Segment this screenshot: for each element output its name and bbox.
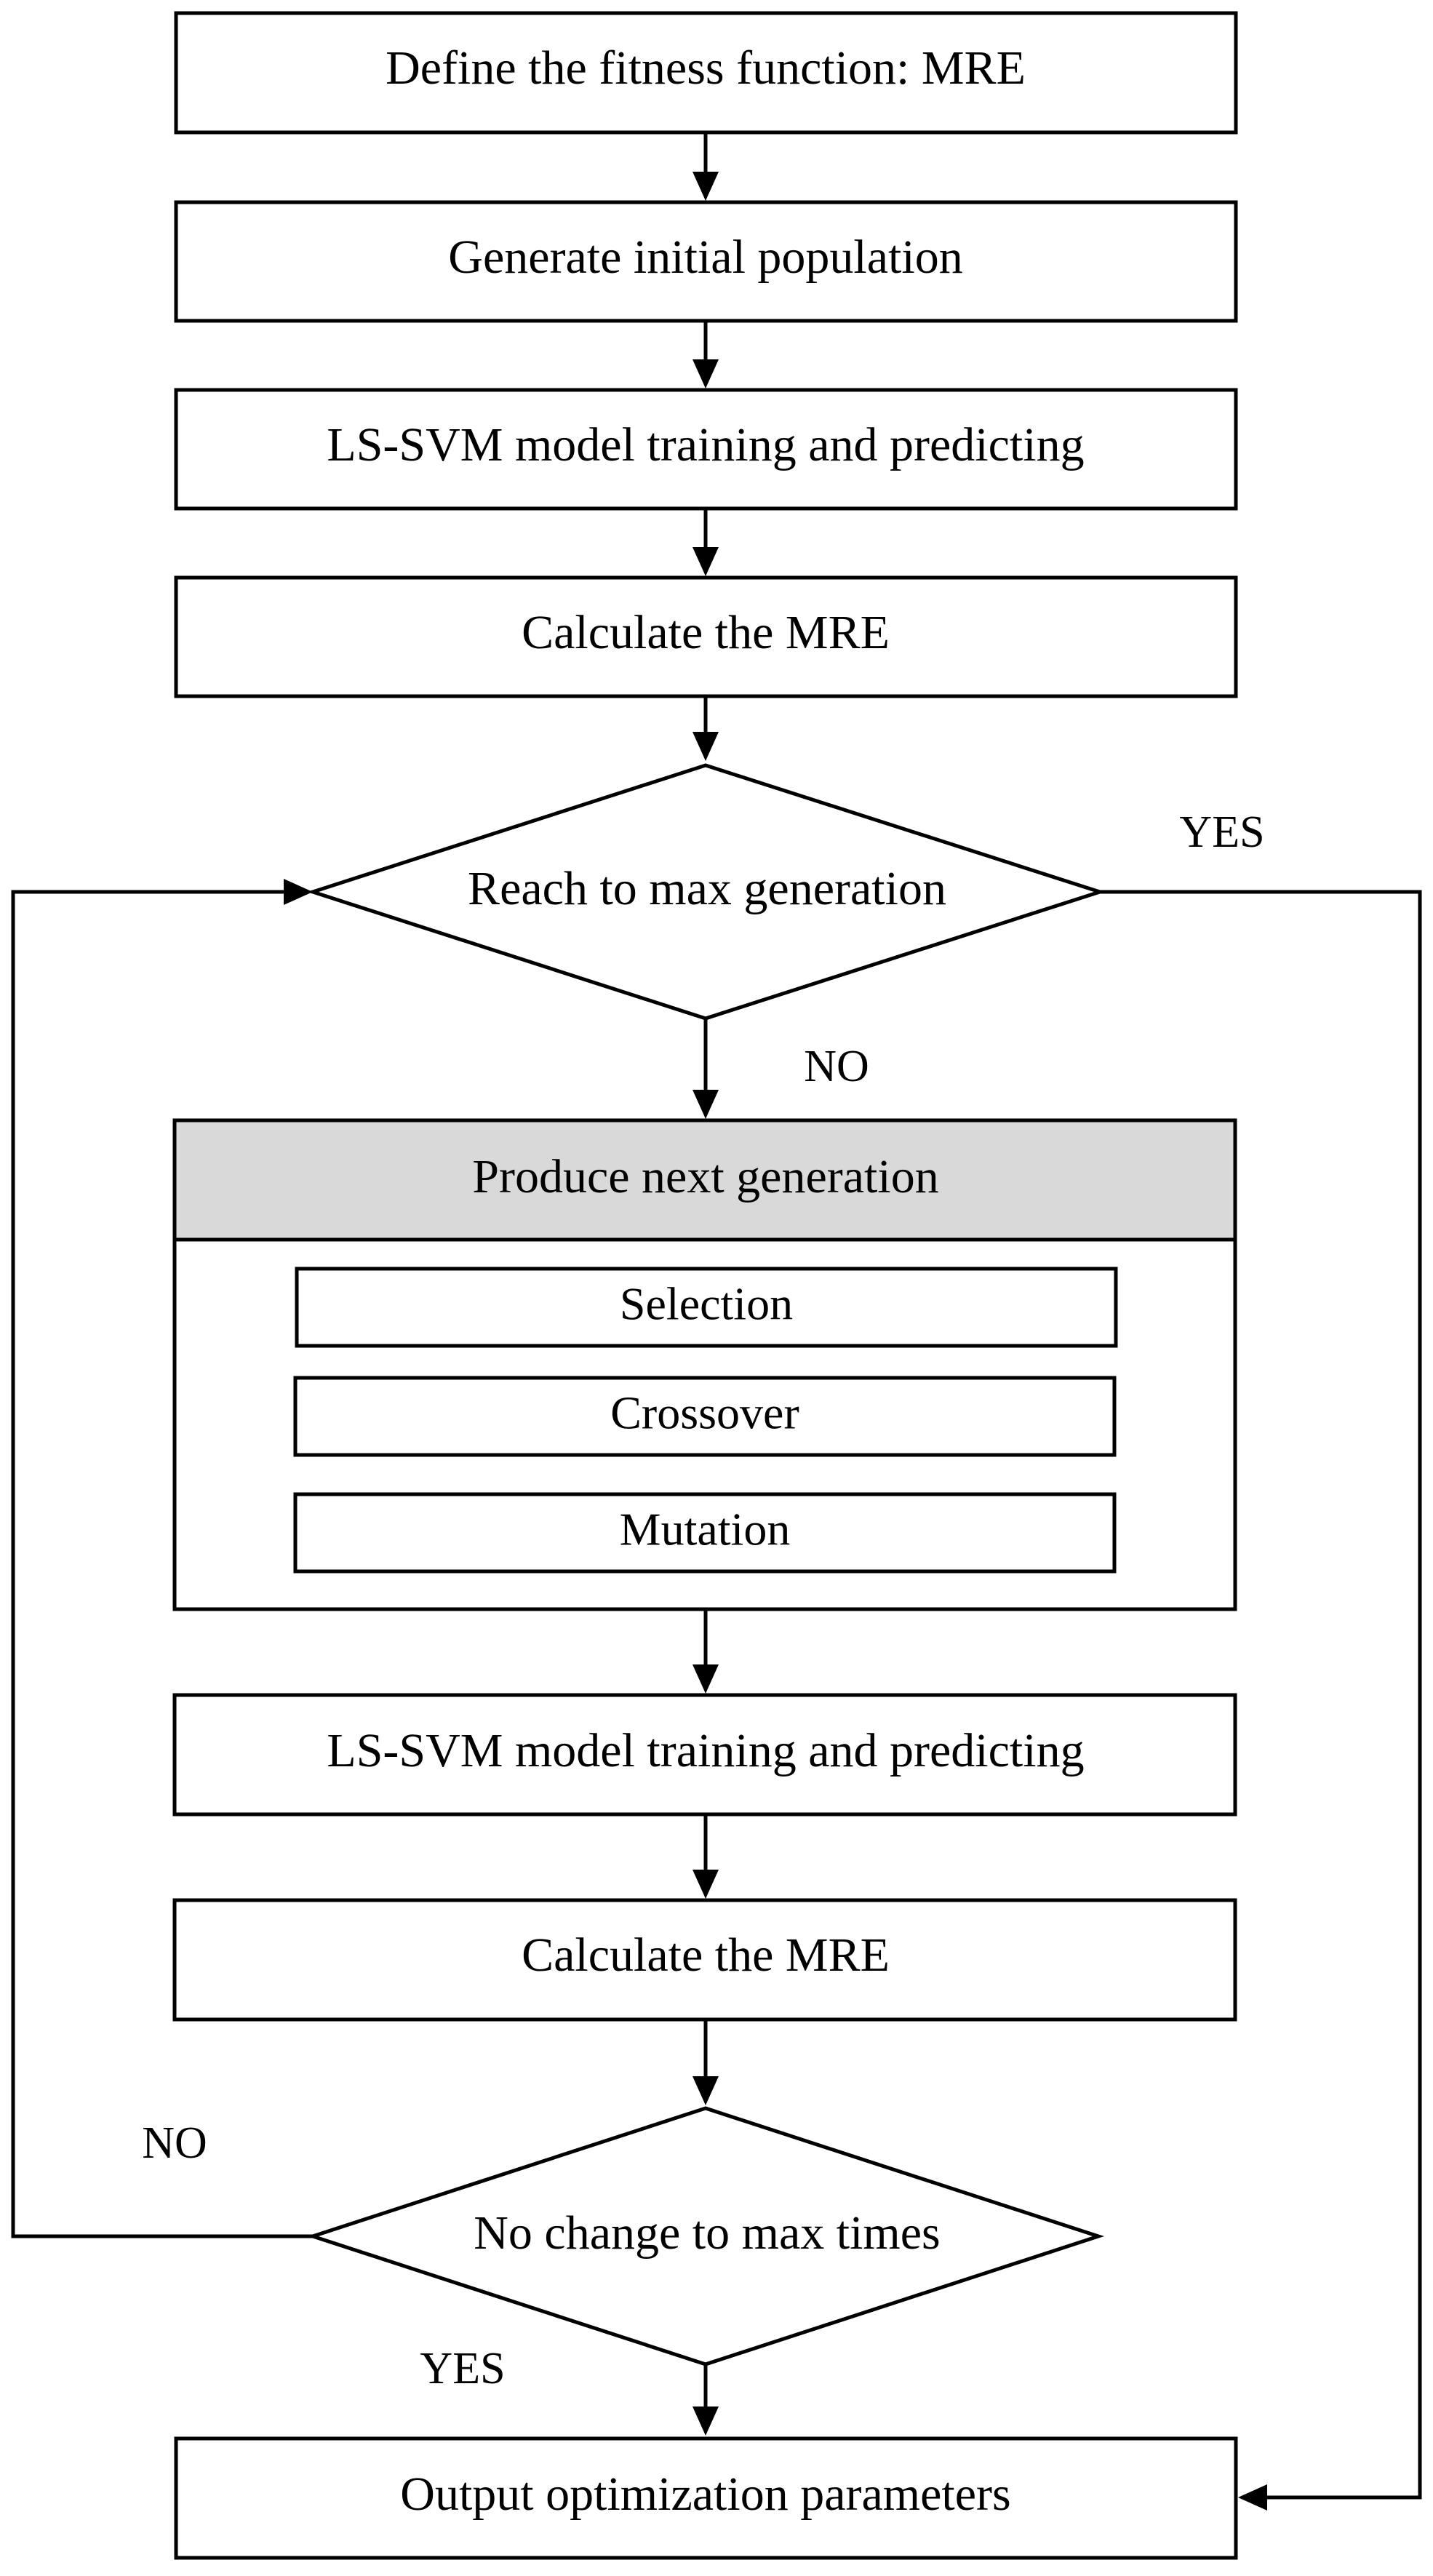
substep-selection: Selection (295, 1267, 1118, 1348)
step-calc-mre-2-label: Calculate the MRE (522, 1929, 890, 1982)
arrow-1-2 (692, 132, 719, 201)
decision-max-generation-label: Reach to max generation (468, 862, 946, 915)
step-output-params: Output optimization parameters (174, 2436, 1238, 2560)
step-output-params-label: Output optimization parameters (400, 2468, 1010, 2521)
edge-no-change-no: NO (11, 879, 313, 2238)
arrow-2-3 (692, 321, 719, 388)
substep-mutation-label: Mutation (620, 1504, 791, 1555)
edge-max-generation-no: NO (692, 1018, 869, 1119)
arrow-calc2-decision2 (692, 2019, 719, 2105)
step-generate-population: Generate initial population (174, 200, 1238, 323)
edge-no-change-yes: YES (420, 2344, 719, 2436)
substep-selection-label: Selection (620, 1278, 793, 1330)
step-generate-population-label: Generate initial population (448, 231, 962, 284)
edge-no-change-yes-label: YES (420, 2344, 505, 2393)
step-train-predict-1-label: LS-SVM model training and predicting (327, 418, 1084, 471)
substep-crossover: Crossover (293, 1376, 1117, 1457)
edge-max-generation-yes: YES (1100, 808, 1422, 2511)
arrow-train2-calc2 (692, 1814, 719, 1899)
decision-no-change: No change to max times (306, 2106, 1105, 2366)
step-train-predict-1: LS-SVM model training and predicting (174, 388, 1238, 511)
arrow-4-decision1 (692, 696, 719, 761)
step-calc-mre-1: Calculate the MRE (174, 575, 1238, 698)
step-train-predict-2-label: LS-SVM model training and predicting (327, 1724, 1084, 1777)
edge-max-generation-yes-label: YES (1179, 808, 1264, 857)
decision-no-change-label: No change to max times (474, 2206, 941, 2260)
edge-max-generation-no-label: NO (804, 1042, 869, 1091)
substep-crossover-label: Crossover (610, 1387, 799, 1439)
step-train-predict-2: LS-SVM model training and predicting (172, 1693, 1237, 1817)
edge-no-change-no-label: NO (142, 2118, 207, 2168)
step-define-fitness: Define the fitness function: MRE (174, 11, 1238, 135)
arrow-produce-train2 (692, 1609, 719, 1694)
substep-mutation: Mutation (293, 1492, 1117, 1574)
step-produce-next-label: Produce next generation (472, 1150, 938, 1203)
step-calc-mre-1-label: Calculate the MRE (522, 606, 890, 659)
arrow-3-4 (692, 509, 719, 576)
step-calc-mre-2: Calculate the MRE (172, 1898, 1237, 2022)
step-produce-next-generation: Produce next generation Selection Crosso… (172, 1118, 1237, 1611)
step-define-fitness-label: Define the fitness function: MRE (386, 41, 1026, 95)
decision-max-generation: Reach to max generation (306, 763, 1106, 1021)
